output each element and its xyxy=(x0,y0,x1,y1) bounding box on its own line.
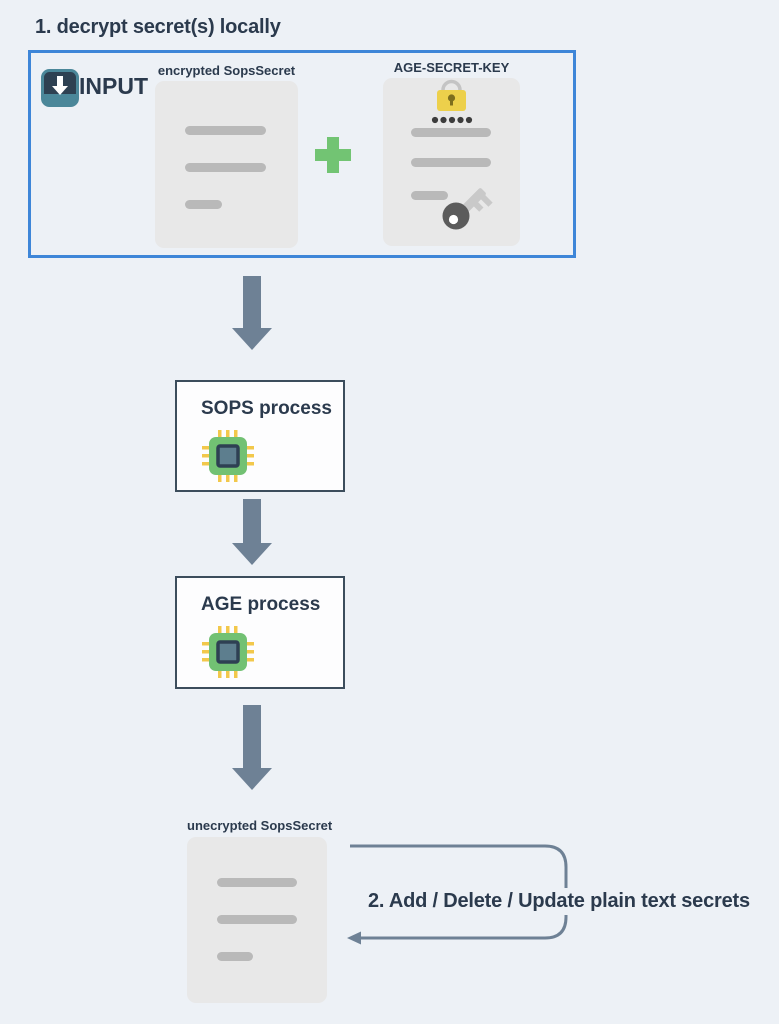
cpu-chip-icon xyxy=(202,626,254,678)
text-line xyxy=(411,191,448,200)
age-secret-key-label: AGE-SECRET-KEY xyxy=(393,60,510,75)
cpu-chip-icon xyxy=(202,430,254,482)
sops-process-label: SOPS process xyxy=(201,398,332,419)
text-line xyxy=(217,915,297,924)
plus-icon xyxy=(315,137,351,173)
key-icon xyxy=(438,178,498,238)
padlock-icon xyxy=(383,78,520,128)
age-process-label: AGE process xyxy=(201,594,321,615)
down-arrow-icon xyxy=(232,499,272,565)
text-line xyxy=(217,878,297,887)
step1-title: 1. decrypt secret(s) locally xyxy=(35,16,281,38)
password-dots xyxy=(431,116,473,124)
down-arrow-icon xyxy=(232,276,272,350)
age-secret-key-document-icon xyxy=(383,78,520,246)
encrypted-sops-secret-document-icon xyxy=(155,81,298,248)
unecrypted-sops-secret-label: unecrypted SopsSecret xyxy=(187,818,333,833)
sops-process-box: SOPS process xyxy=(175,380,345,492)
age-process-box: AGE process xyxy=(175,576,345,689)
step2-title: 2. Add / Delete / Update plain text secr… xyxy=(364,888,754,915)
text-line xyxy=(185,163,266,172)
input-group-box: INPUT encrypted SopsSecret AGE-SECRET-KE… xyxy=(28,50,576,258)
encrypted-sops-secret-label: encrypted SopsSecret xyxy=(157,63,296,78)
text-line xyxy=(411,158,491,167)
input-label: INPUT xyxy=(79,73,148,99)
download-tray-icon xyxy=(41,69,79,107)
text-line xyxy=(411,128,491,137)
text-line xyxy=(217,952,253,961)
down-arrow-icon xyxy=(232,705,272,790)
unecrypted-sops-secret-document-icon xyxy=(187,837,327,1003)
text-line xyxy=(185,126,266,135)
text-line xyxy=(185,200,222,209)
